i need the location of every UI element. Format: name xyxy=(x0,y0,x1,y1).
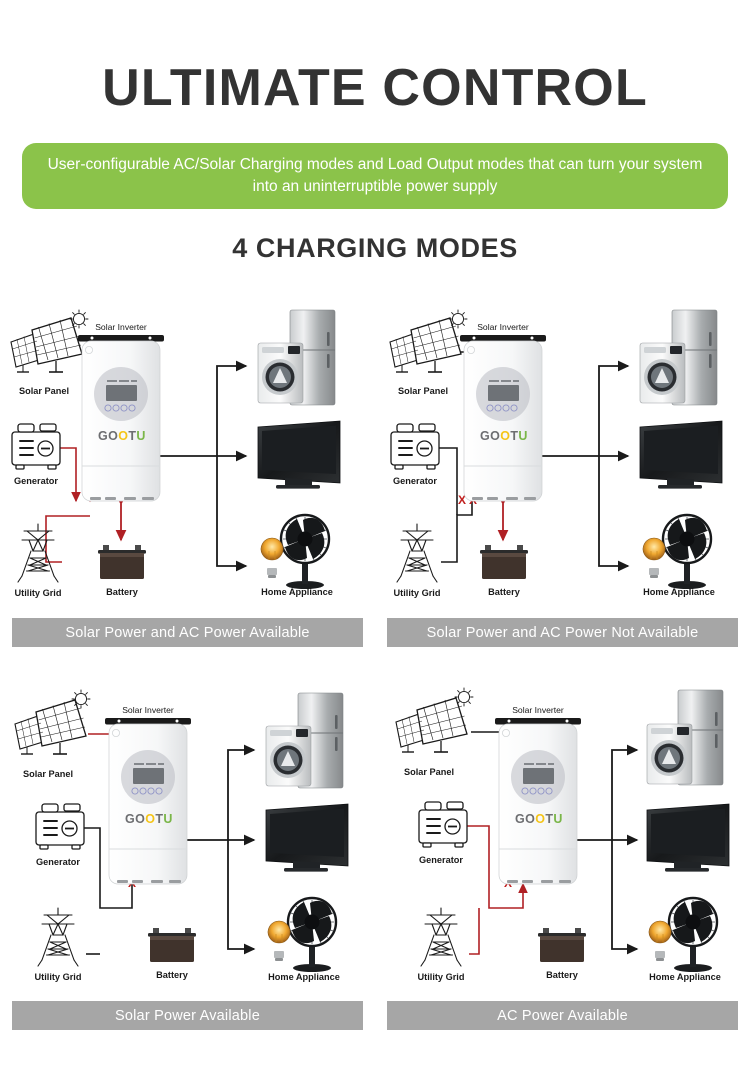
fan-icon xyxy=(279,513,331,589)
brand-logo: GOOTU xyxy=(125,812,173,826)
caption-text: Solar Power Available xyxy=(115,1007,260,1024)
label-home-appliance: Home Appliance xyxy=(261,587,333,597)
label-battery: Battery xyxy=(156,970,189,980)
solar-panel-icon xyxy=(10,309,89,373)
mode-panel-1: Solar Panel xyxy=(0,288,375,686)
label-battery: Battery xyxy=(106,587,139,597)
caption-text: AC Power Available xyxy=(497,1007,628,1024)
tv-icon xyxy=(639,420,723,489)
washing-machine-icon xyxy=(257,342,304,404)
generator-icon xyxy=(390,423,440,470)
label-home-appliance: Home Appliance xyxy=(268,972,340,982)
label-generator: Generator xyxy=(419,855,463,865)
mode-panel-2: X X xyxy=(375,288,750,686)
wire-generator-active xyxy=(467,825,528,909)
diagram-panel-1: Solar Panel xyxy=(0,288,375,628)
solar-inverter-icon: GOOTU xyxy=(495,718,581,885)
wire-utility-grid-inactive xyxy=(441,500,473,563)
panel-caption-3: Solar Power Available xyxy=(12,1001,363,1030)
label-home-appliance: Home Appliance xyxy=(649,972,721,982)
page-title: ULTIMATE CONTROL xyxy=(102,59,648,117)
label-generator: Generator xyxy=(393,476,437,486)
brand-logo: GOOTU xyxy=(480,429,528,443)
label-generator: Generator xyxy=(36,857,80,867)
label-solar-inverter: Solar Inverter xyxy=(477,322,529,332)
label-battery: Battery xyxy=(488,587,521,597)
mode-panel-4: X xyxy=(375,668,750,1066)
battery-icon xyxy=(98,545,146,579)
description-banner: User-configurable AC/Solar Charging mode… xyxy=(22,143,728,209)
utility-grid-icon xyxy=(420,907,462,967)
battery-icon xyxy=(538,928,586,962)
label-solar-panel: Solar Panel xyxy=(404,767,454,777)
wire-generator-inactive xyxy=(439,447,458,515)
battery-icon xyxy=(480,545,528,579)
wire-generator-active xyxy=(60,447,81,503)
fan-icon xyxy=(661,513,713,589)
wire-generator-inactive xyxy=(84,827,133,909)
panel-caption-2: Solar Power and AC Power Not Available xyxy=(387,618,738,647)
diagram-panel-2: X X xyxy=(375,288,750,628)
lightbulb-icon xyxy=(260,537,284,578)
brand-logo: GOOTU xyxy=(515,812,563,826)
fan-icon xyxy=(286,896,338,972)
solar-panel-icon xyxy=(389,309,468,373)
tv-icon xyxy=(265,803,349,872)
utility-grid-icon xyxy=(17,523,59,583)
diagram-panel-4: X xyxy=(375,668,750,1008)
washing-machine-icon xyxy=(646,723,693,785)
lightbulb-icon xyxy=(648,920,672,961)
tv-icon xyxy=(646,803,730,872)
panel-caption-1: Solar Power and AC Power Available xyxy=(12,618,363,647)
diagram-panel-3: X xyxy=(0,668,375,1008)
label-solar-panel: Solar Panel xyxy=(398,386,448,396)
label-solar-inverter: Solar Inverter xyxy=(512,705,564,715)
generator-icon xyxy=(11,423,61,470)
caption-text: Solar Power and AC Power Not Available xyxy=(426,624,699,641)
solar-inverter-icon: GOOTU xyxy=(78,335,164,502)
section-subtitle: 4 CHARGING MODES xyxy=(232,233,518,263)
caption-text: Solar Power and AC Power Available xyxy=(65,624,310,641)
output-bus xyxy=(567,744,639,955)
washing-machine-icon xyxy=(639,342,686,404)
solar-panel-icon xyxy=(14,689,91,755)
generator-icon xyxy=(418,801,468,848)
utility-grid-icon xyxy=(37,907,79,967)
lightbulb-icon xyxy=(267,920,291,961)
utility-grid-icon xyxy=(396,523,438,583)
charging-modes-grid: Solar Panel xyxy=(0,288,750,1084)
lightbulb-icon xyxy=(642,537,666,578)
label-generator: Generator xyxy=(14,476,58,486)
output-bus xyxy=(531,360,630,572)
mode-panel-3: X xyxy=(0,668,375,1066)
washing-machine-icon xyxy=(265,725,312,787)
label-solar-panel: Solar Panel xyxy=(23,769,73,779)
label-utility-grid: Utility Grid xyxy=(15,588,62,598)
fan-icon xyxy=(667,896,719,972)
solar-inverter-icon: GOOTU xyxy=(460,335,546,502)
generator-icon xyxy=(35,803,85,850)
output-bus xyxy=(177,744,256,955)
label-utility-grid: Utility Grid xyxy=(394,588,441,598)
description-text: User-configurable AC/Solar Charging mode… xyxy=(47,155,703,195)
label-utility-grid: Utility Grid xyxy=(35,972,82,982)
label-home-appliance: Home Appliance xyxy=(643,587,715,597)
wire-utility-grid-active xyxy=(45,515,90,563)
label-solar-inverter: Solar Inverter xyxy=(122,705,174,715)
label-solar-inverter: Solar Inverter xyxy=(95,322,147,332)
label-battery: Battery xyxy=(546,970,579,980)
battery-icon xyxy=(148,928,196,962)
solar-inverter-icon: GOOTU xyxy=(105,718,191,885)
wire-utility-grid-active xyxy=(469,908,480,955)
x-mark-1: X xyxy=(458,493,466,507)
solar-panel-icon xyxy=(395,687,474,753)
panel-caption-4: AC Power Available xyxy=(387,1001,738,1030)
label-utility-grid: Utility Grid xyxy=(418,972,465,982)
label-solar-panel: Solar Panel xyxy=(19,386,69,396)
output-bus xyxy=(148,360,248,572)
tv-icon xyxy=(257,420,341,489)
brand-logo: GOOTU xyxy=(98,429,146,443)
